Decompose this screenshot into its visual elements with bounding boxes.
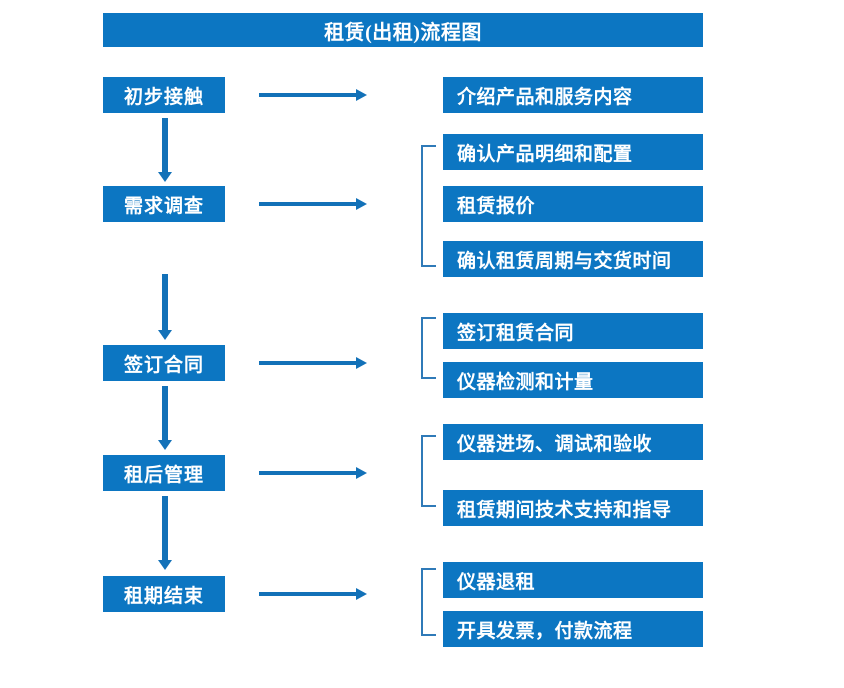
group-bracket-icon-2 <box>421 317 436 379</box>
detail-box-confirm-spec[interactable]: 确认产品明细和配置 <box>443 134 703 170</box>
down-arrow-icon-4 <box>158 496 172 570</box>
right-arrow-icon-5 <box>259 587 367 601</box>
detail-box-introduce-products[interactable]: 介绍产品和服务内容 <box>443 77 703 113</box>
detail-box-instrument-return[interactable]: 仪器退租 <box>443 562 703 598</box>
group-bracket-icon-1 <box>421 145 436 267</box>
detail-box-rental-quote[interactable]: 租赁报价 <box>443 186 703 222</box>
group-bracket-icon-4 <box>421 568 436 636</box>
right-arrow-icon-4 <box>259 466 367 480</box>
detail-box-confirm-period[interactable]: 确认租赁周期与交货时间 <box>443 241 703 277</box>
stage-box-demand-survey[interactable]: 需求调查 <box>103 186 225 222</box>
detail-box-sign-rental-contract[interactable]: 签订租赁合同 <box>443 313 703 349</box>
detail-box-instrument-entry[interactable]: 仪器进场、调试和验收 <box>443 424 703 460</box>
down-arrow-icon-2 <box>158 274 172 340</box>
down-arrow-icon-1 <box>158 118 172 182</box>
group-bracket-icon-3 <box>421 435 436 507</box>
down-arrow-icon-3 <box>158 386 172 450</box>
detail-box-instrument-testing[interactable]: 仪器检测和计量 <box>443 362 703 398</box>
right-arrow-icon-2 <box>259 197 367 211</box>
detail-box-technical-support[interactable]: 租赁期间技术支持和指导 <box>443 490 703 526</box>
stage-box-initial-contact[interactable]: 初步接触 <box>103 77 225 113</box>
stage-box-sign-contract[interactable]: 签订合同 <box>103 345 225 381</box>
right-arrow-icon-3 <box>259 356 367 370</box>
detail-box-invoice-payment[interactable]: 开具发票，付款流程 <box>443 611 703 647</box>
stage-box-lease-end[interactable]: 租期结束 <box>103 576 225 612</box>
stage-box-post-rental-mgmt[interactable]: 租后管理 <box>103 455 225 491</box>
chart-title: 租赁(出租)流程图 <box>103 13 703 47</box>
right-arrow-icon-1 <box>259 88 367 102</box>
